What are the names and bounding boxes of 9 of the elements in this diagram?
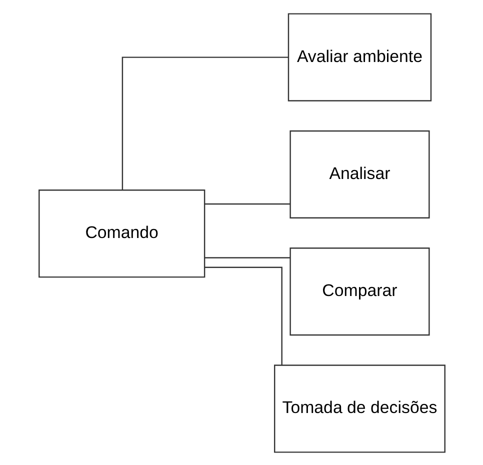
node-box: Tomada de decisões [274,364,445,452]
connector [204,256,290,258]
node-box: Comparar [289,247,430,336]
connector [204,266,282,365]
node-box: Comando [38,189,205,278]
connector [121,56,288,190]
node-box: Analisar [289,130,430,218]
node-box: Avaliar ambiente [287,12,432,101]
connector [204,202,290,204]
